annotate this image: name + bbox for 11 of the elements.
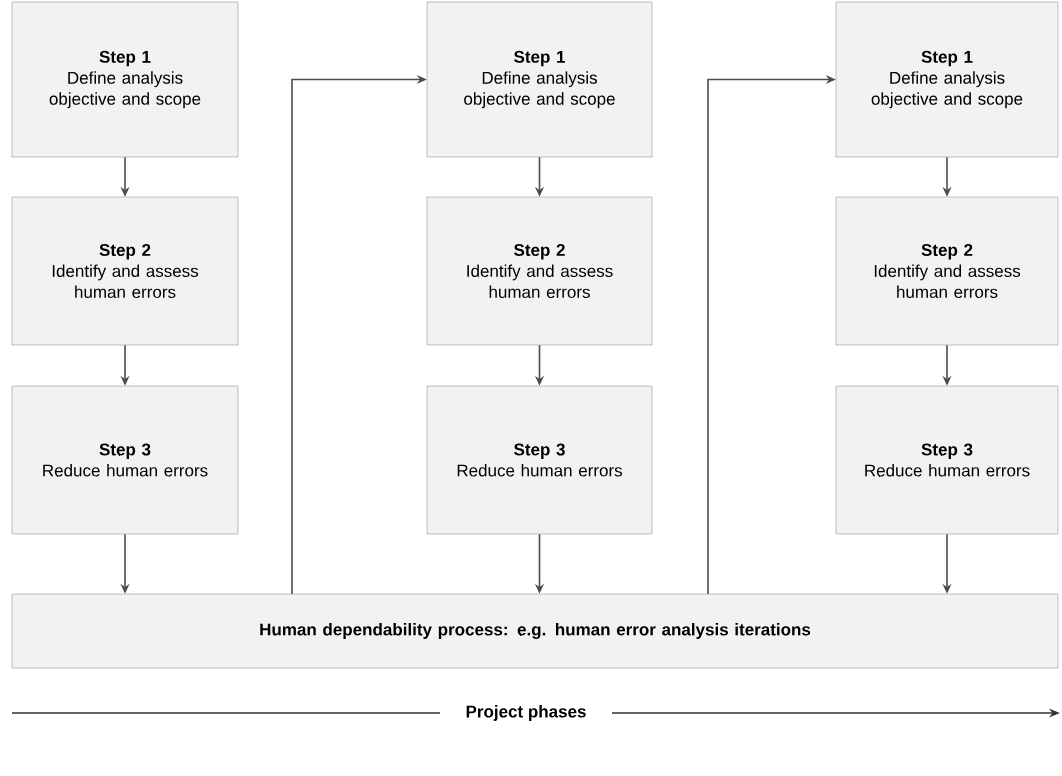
step-box: Step 1 Define analysis objective and scope [835, 1, 1059, 158]
step-box: Step 3 Reduce human errors [11, 385, 239, 535]
step-box: Step 3 Reduce human errors [426, 385, 653, 535]
step-box: Step 2 Identify and assess human errors [11, 196, 239, 346]
step-box: Step 1 Define analysis objective and scope [11, 1, 239, 158]
axis-label: Project phases [466, 705, 586, 721]
step-box: Step 3 Reduce human errors [835, 385, 1059, 535]
step-box: Step 2 Identify and assess human errors [835, 196, 1059, 346]
step-box: Step 2 Identify and assess human errors [426, 196, 653, 346]
step-box: Step 1 Define analysis objective and scope [426, 1, 653, 158]
band-box: Human dependability process: e.g. human error analysis iterations [11, 593, 1059, 669]
